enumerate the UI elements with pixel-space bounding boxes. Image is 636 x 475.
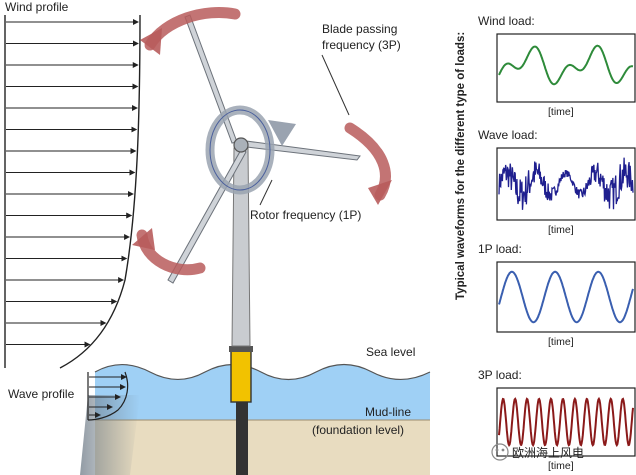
wind-profile-curve <box>59 14 141 369</box>
waveform-line <box>498 157 634 210</box>
blade-passing-leader <box>321 54 350 116</box>
waveform-time-label: [time] <box>548 224 574 236</box>
waveform-line <box>498 44 634 86</box>
rotor-ring-arrowhead <box>268 120 296 146</box>
waveforms-side-title: Typical waveforms for the different type… <box>455 32 467 300</box>
waveform-panels: Wind load:[time]Wave load:[time]1P load:… <box>478 14 636 472</box>
waveform-panel-3p: 3P load: [time] <box>478 368 636 472</box>
blade-passing-label-line1: Blade passing <box>322 22 397 36</box>
sea-level-label: Sea level <box>366 345 415 359</box>
watermark-icon <box>491 443 509 461</box>
rotor-frequency-leader <box>259 179 273 206</box>
waveform-panel-wave: Wave load: [time] <box>478 128 636 236</box>
tower <box>231 147 251 347</box>
waveform-title: 3P load: <box>478 368 522 382</box>
hub <box>233 137 249 153</box>
waveform-line <box>498 270 634 324</box>
waveform-time-label: [time] <box>548 106 574 118</box>
foundation-level-label: (foundation level) <box>312 423 404 437</box>
wind-profile-arrows <box>6 19 139 348</box>
transition-piece <box>230 349 252 403</box>
wave-profile-curve <box>87 371 129 421</box>
callouts: Blade passing frequency (3P) Rotor frequ… <box>250 22 401 222</box>
blade-passing-arrows <box>132 6 392 276</box>
waveform-time-label: [time] <box>548 460 574 472</box>
seabed <box>95 420 430 475</box>
blade-passing-label-line2: frequency (3P) <box>322 38 401 52</box>
sea-and-seabed: Sea level Mud-line (foundation level) <box>80 345 431 475</box>
waveform-panel-wind: Wind load: [time] <box>478 14 636 118</box>
wave-profile-arrows <box>89 374 127 418</box>
waveform-title: Wind load: <box>478 14 535 28</box>
wave-profile-label: Wave profile <box>8 387 75 401</box>
blade-right <box>245 140 361 161</box>
sea-water <box>95 364 430 420</box>
blade-top <box>184 14 238 144</box>
sea-surface-line <box>94 363 431 381</box>
waveform-panel-1p: 1P load: [time] <box>478 242 636 348</box>
rotor-ring-outline <box>209 109 271 191</box>
turbine <box>167 14 361 475</box>
watermark-text: 欧洲海上风电 <box>512 445 584 460</box>
wind-profile-label: Wind profile <box>5 0 69 14</box>
waveform-time-label: [time] <box>548 336 574 348</box>
watermark: 欧洲海上风电 <box>491 443 584 461</box>
mud-line-label: Mud-line <box>365 405 411 419</box>
waveform-line <box>498 396 634 448</box>
waveform-title: 1P load: <box>478 242 522 256</box>
wave-profile: Wave profile <box>8 371 129 421</box>
monopile <box>236 400 248 475</box>
waveform-title: Wave load: <box>478 128 538 142</box>
wind-profile: Wind profile <box>4 0 141 369</box>
rotor-frequency-label: Rotor frequency (1P) <box>250 208 361 222</box>
platform <box>229 346 253 352</box>
